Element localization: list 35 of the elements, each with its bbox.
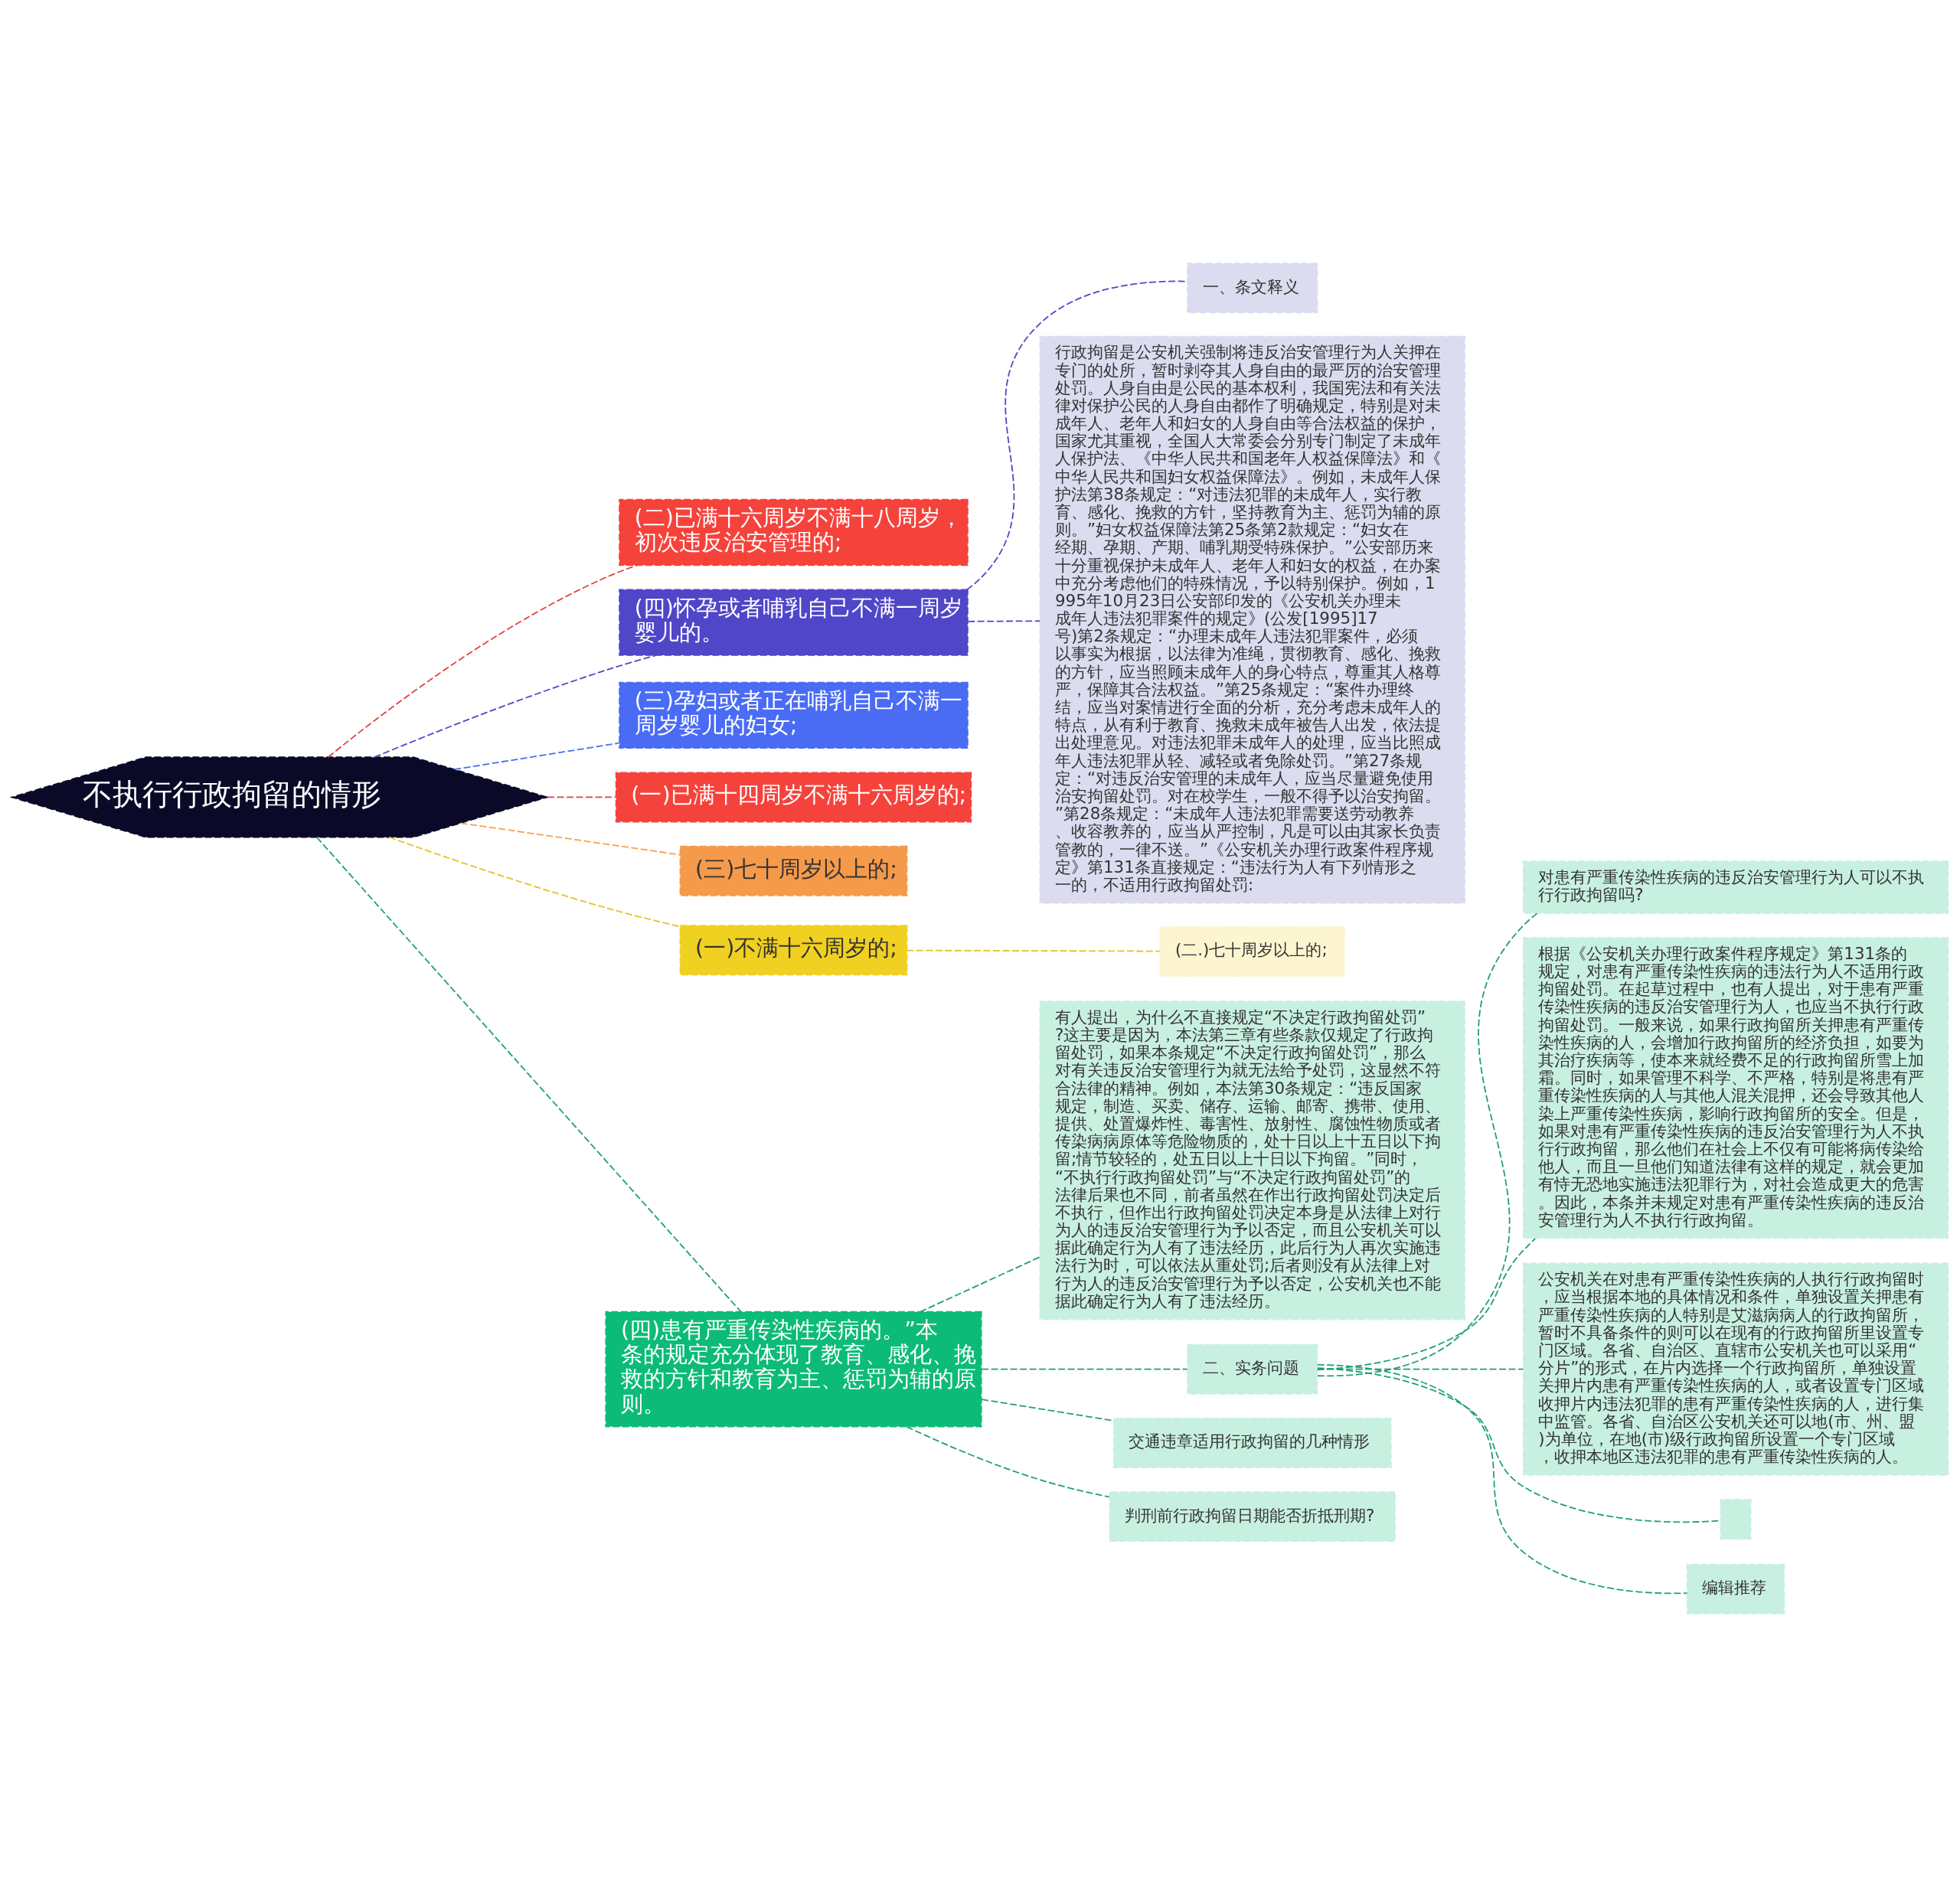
node-box: (三)孕妇或者正在哺乳自己不满一周岁婴儿的妇女; xyxy=(619,681,969,749)
connector xyxy=(981,1368,1188,1370)
connector xyxy=(388,836,681,928)
node-box: 公安机关在对患有严重传染性疾病的人执行行政拘留时，应当根据本地的具体情况和条件，单独设置关押患有严重传染性疾病的人特别是艾滋病病人的行政拘留所，暂时不具备条件的则可以在现有的行政拘留所里设置专门区域。各省、自治区、直辖市公安机关也可以采用“分片”的形式，在片内选择一个行政拘留所，单独设置关押片内患有严重传染性疾病的人，或者设置专门区域收押片内违法犯罪的患有严重传染性疾病的人，进行集中监管。各省、自治区公安机关还可以地(市、州、盟)为单位，在地(市)级行政拘留所设置一个专门区域，收押本地区违法犯罪的患有严重传染性疾病的人。 xyxy=(1522,1262,1949,1476)
node-box: 判刑前行政拘留日期能否折抵刑期? xyxy=(1109,1491,1396,1542)
connector xyxy=(1317,912,1538,1377)
connector xyxy=(919,1256,1040,1313)
connector xyxy=(906,949,1161,952)
node-box: (二.)七十周岁以上的; xyxy=(1159,925,1345,977)
node-box: (二)已满十六周岁不满十八周岁，初次违反治安管理的; xyxy=(619,498,969,566)
connector xyxy=(327,564,639,758)
node-box: (三)七十周岁以上的; xyxy=(679,845,908,896)
node-box: (四)患有严重传染性疾病的。”本条的规定充分体现了教育、感化、挽救的方针和教育为主、惩罚为辅的原则。 xyxy=(605,1311,982,1428)
node-box xyxy=(1720,1499,1752,1540)
node-box: 对患有严重传染性疾病的违反治安管理行为人可以不执行行政拘留吗? xyxy=(1522,860,1949,914)
connector xyxy=(547,796,617,798)
connector xyxy=(967,620,1040,622)
node-box: 编辑推荐 xyxy=(1686,1563,1785,1614)
node-box: (四)怀孕或者哺乳自己不满一周岁婴儿的。 xyxy=(619,589,969,656)
node-box: (一)不满十六周岁的; xyxy=(679,925,908,976)
node-box: 行政拘留是公安机关强制将违反治安管理行为人关押在专门的处所，暂时剥夺其人身自由的最严厉的治安管理处罚。人身自由是公民的基本权利，我国宪法和有关法律对保护公民的人身自由都作了明确规定，特别是对未成年人、老年人和妇女的人身自由等合法权益的保护，国家尤其重视，全国人大常委会分别专门制定了未成年人保护法、《中华人民共和国老年人权益保障法》和《中华人民共和国妇女权益保障法》。例如，未成年人保护法第38条规定：“对违法犯罪的未成年人，实行教育、感化、挽救的方针，坚持教育为主、惩罚为辅的原则。”妇女权益保障法第25条第2款规定：“妇女在经期、孕期、产期、哺乳期受特殊保护。”公安部历来十分重视保护未成年人、老年人和妇女的权益，在办案中充分考虑他们的特殊情况，予以特别保护。例如，1995年10月23日公安部印发的《公安机关办理未成年人违法犯罪案件的规定》(公发[1995]17号)第2条规定：“办理未成年人违法犯罪案件，必须以事实为根据，以法律为准绳，贯彻教育、感化、挽救的方针，应当照顾未成年人的身心特点，尊重其人格尊严，保障其合法权益。”第25条规定：“案件办理终结，应当对案情进行全面的分析，充分考虑未成年人的特点，从有利于教育、挽救未成年被告人出发，依法提出处理意见。对违法犯罪未成年人的处理，应当比照成年人违法犯罪从轻、减轻或者免除处罚。”第27条规定：“对违反治安管理的未成年人，应当尽量避免使用治安拘留处罚。对在校学生，一般不得予以治安拘留。”第28条规定：“未成年人违法犯罪需要送劳动教养、收容教养的，应当从严控制，凡是可以由其家长负责管教的，一律不送。”《公安机关办理行政案件程序规定》第131条直接规定：“违法行为人有下列情形之一的，不适用行政拘留处罚: xyxy=(1039,335,1465,904)
node-box: 交通违章适用行政拘留的几种情形 xyxy=(1112,1417,1392,1468)
node-box: 二、实务问题 xyxy=(1187,1343,1318,1395)
node-box: (一)已满十四周岁不满十六周岁的; xyxy=(615,772,972,823)
node-box: 有人提出，为什么不直接规定“不决定行政拘留处罚”?这主要是因为，本法第三章有些条款仅规定了行政拘留处罚，如果本条规定“不决定行政拘留处罚”，那么对有关违反治安管理行为就无法给予处罚，这显然不符合法律的精神。例如，本法第30条规定：“违反国家规定，制造、买卖、储存、运输、邮寄、携带、使用、提供、处置爆炸性、毒害性、放射性、腐蚀性物质或者传染病病原体等危险物质的，处十日以上十五日以下拘留;情节较轻的，处五日以上十日以下拘留。”同时，“不执行行政拘留处罚”与“不决定行政拘留处罚”的法律后果也不同，前者虽然在作出行政拘留处罚决定后不执行，但作出行政拘留处罚决定本身是从法律上对行为人的违反治安管理行为予以否定，而且公安机关可以据此确定行为人有了违法经历，此后行为人再次实施违法行为时，可以依法从重处罚;后者则没有从法律上对行为人的违反治安管理行为予以否定，公安机关也不能据此确定行为人有了违法经历。 xyxy=(1039,1001,1465,1320)
connector xyxy=(1316,1368,1524,1370)
connector xyxy=(316,837,742,1313)
node-box: 一、条文释义 xyxy=(1187,263,1318,314)
connector xyxy=(453,742,620,770)
connector xyxy=(1316,1238,1537,1371)
node-box: 根据《公安机关办理行政案件程序规定》第131条的规定，对患有严重传染性疾病的违法行为人不适用行政拘留处罚。在起草过程中，也有人提出，对于患有严重传染性疾病的违反治安管理行为人，也应当不执行行政拘留处罚。一般来说，如果行政拘留所关押患有严重传染性疾病的人，会增加行政拘留所的经济负担，如要为其治疗疾病等，使本来就经费不足的行政拘留所雪上加霜。同时，如果管理不科学、不严格，特别是将患有严重传染性疾病的人与其他人混关混押，还会导致其他人染上严重传染性疾病，影响行政拘留所的安全。但是，如果对患有严重传染性疾病的违反治安管理行为人不执行行政拘留，那么他们在社会上不仅有可能将病传染给他人，而且一旦他们知道法律有这样的规定，就会更加有恃无恐地实施违法犯罪行为，对社会造成更大的危害。因此，本条并未规定对患有严重传染性疾病的违反治安管理行为人不执行行政拘留。 xyxy=(1522,937,1949,1239)
connector xyxy=(374,655,658,759)
connector xyxy=(906,1425,1110,1498)
connector xyxy=(460,822,681,856)
connector xyxy=(1316,1364,1688,1595)
